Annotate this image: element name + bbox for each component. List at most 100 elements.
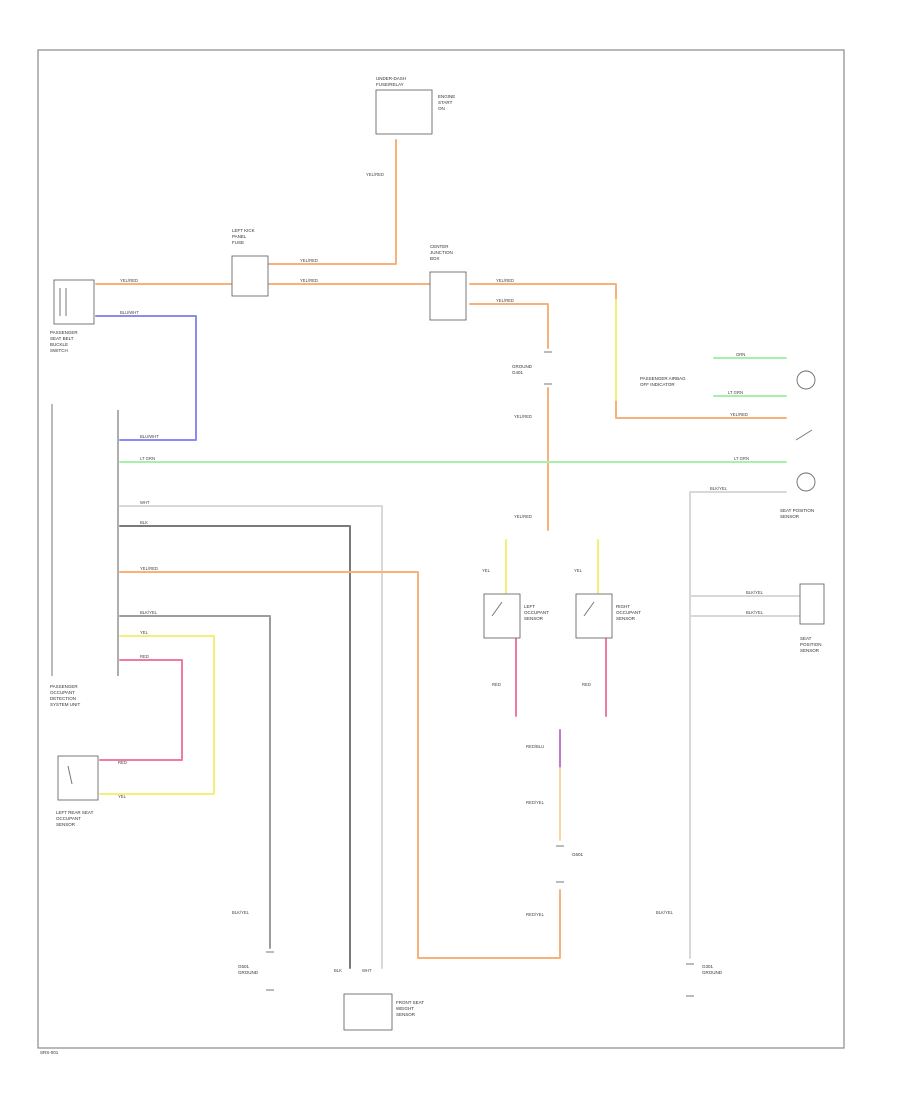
wire-yel-red-top [267,139,397,265]
g501-label-2: GROUND [238,970,259,975]
blk-yel-label-bottom-left: BLK/YEL [232,910,250,915]
g401-label-1: GROUND [512,364,533,369]
blk-yel-label-bottom-right: BLK/YEL [656,910,674,915]
yel-label-sensor: YEL [118,794,127,799]
center-wire-label-a: YEL/RED [496,278,514,283]
front-seat-weight-sensor [343,993,393,1031]
red-blu-label-center: RED/BLU [526,744,544,749]
fuse-top-label-2: FUSE/RELAY [376,82,404,87]
center-right-label-2: OCCUPANT [616,610,641,615]
wire-blu-wht [95,315,197,441]
center-junction-label-2: JUNCTION [430,250,453,255]
seat-position-sensor-circle [796,472,816,492]
center-right-label-1: RIGHT [616,604,630,609]
diagram-footer-code: SRS-001 [40,1050,59,1055]
center-right-label-3: SENSOR [616,616,636,621]
airbag-off-indicator-lamp [796,370,816,390]
fuse-top-label-5: ON [438,106,445,111]
red-yel-label-center-2: RED/YEL [526,912,545,917]
g301-label-1: G301 [702,964,714,969]
wire-blk-yel-right [689,491,787,959]
center-right-sensor-mark [583,601,595,617]
airbag-off-label-1: PASSENGER AIRBAG [640,376,686,381]
far-right-label-1: SEAT [800,636,812,641]
seat-position-switch-arm [795,429,813,441]
blk-label-bottom: BLK [334,968,342,973]
left-kick-label-3: FUSE [232,240,244,245]
center-left-label-1: LEFT [524,604,535,609]
left-kick-wire-label-a: YEL/RED [300,258,318,263]
yel-red-label-center-v2: YEL/RED [514,514,532,519]
under-dash-fuse-box-top [375,89,433,135]
g501-label-1: G501 [238,964,250,969]
passenger-buckle-label-1: PASSENGER [50,330,78,335]
blk-yel-label-right-b: BLK/YEL [746,610,764,615]
g301-label-2: GROUND [702,970,723,975]
left-rear-label-1: LEFT REAR SEAT [56,810,94,815]
passenger-buckle-label-2: SEAT BELT [50,336,74,341]
wire-yel-sensor [99,635,215,795]
seat-pos-label-1: SEAT POSITION [780,508,814,513]
red-label-sensor: RED [118,760,127,765]
center-wire-label-b: YEL/RED [496,298,514,303]
center-junction-label-1: CENTER [430,244,449,249]
blk-yel-label-left: BLK/YEL [140,610,158,615]
yel-label-left: YEL [140,630,149,635]
red-label-center-right: RED [582,682,591,687]
diagram-frame [37,49,845,1049]
fuse-top-label-1: UNDER-DASH [376,76,406,81]
far-right-label-2: POSITION [800,642,822,647]
left-kick-fuse-box [231,255,269,297]
center-left-label-3: SENSOR [524,616,544,621]
center-left-sensor-mark [491,601,503,617]
left-kick-label-2: PANEL [232,234,247,239]
red-label-left: RED [140,654,149,659]
control-unit-label-3: DETECTION [50,696,76,701]
blu-wht-label-a: BLU/WHT [120,310,139,315]
control-unit-label-1: PASSENGER [50,684,78,689]
yel-red-label-left: YEL/RED [140,566,158,571]
far-right-seat-position-sensor [799,583,825,625]
lt-grn-label-right: LT GRN [734,456,749,461]
yel-label-center-left: YEL [482,568,491,573]
blk-label-left: BLK [140,520,148,525]
airbag-off-label-2: OFF INDICATOR [640,382,675,387]
left-rear-seat-sensor [57,755,99,801]
left-kick-wire-label-b: YEL/RED [300,278,318,283]
red-yel-label-center-1: RED/YEL [526,800,545,805]
g601-label: G601 [572,852,584,857]
yel-red-label-right: YEL/RED [730,412,748,417]
bottom-module-label-3: SENSOR [396,1012,416,1017]
blu-wht-label-b: BLU/WHT [140,434,159,439]
passenger-buckle-label-3: BUCKLE [50,342,68,347]
wire-blk-yel-left [119,615,271,949]
wht-label-bottom: WHT [362,968,372,973]
wire-red-sensor [99,659,183,761]
left-kick-label-1: LEFT KICK [232,228,255,233]
blk-yel-label-right-a: BLK/YEL [746,590,764,595]
g401-label-2: G401 [512,370,524,375]
lt-grn-label-left: LT GRN [140,456,155,461]
wire-wht [119,505,383,969]
center-right-sensor [575,593,613,639]
wire-blk [119,525,351,969]
fuse-top-label-3: ENGINE [438,94,455,99]
wht-label-left: WHT [140,500,150,505]
passenger-wire-label: YEL/RED [120,278,138,283]
fuse-top-wire-label: YEL/RED [366,172,384,177]
left-rear-label-2: OCCUPANT [56,816,81,821]
control-unit-label-2: OCCUPANT [50,690,75,695]
center-junction-box [429,271,467,321]
bottom-module-label-2: WEIGHT [396,1006,414,1011]
control-unit-label-4: SYSTEM UNIT [50,702,81,707]
left-rear-sensor-mark [67,765,73,785]
passenger-buckle-switch [53,279,95,325]
center-left-sensor [483,593,521,639]
red-label-center-left: RED [492,682,501,687]
center-junction-label-3: BOX [430,256,440,261]
bottom-module-label-1: FRONT SEAT [396,1000,424,1005]
wire-yel-red-bottom-loop [119,571,561,959]
fuse-top-label-4: START [438,100,453,105]
blk-yel-label-right-top: BLK/YEL [710,486,728,491]
